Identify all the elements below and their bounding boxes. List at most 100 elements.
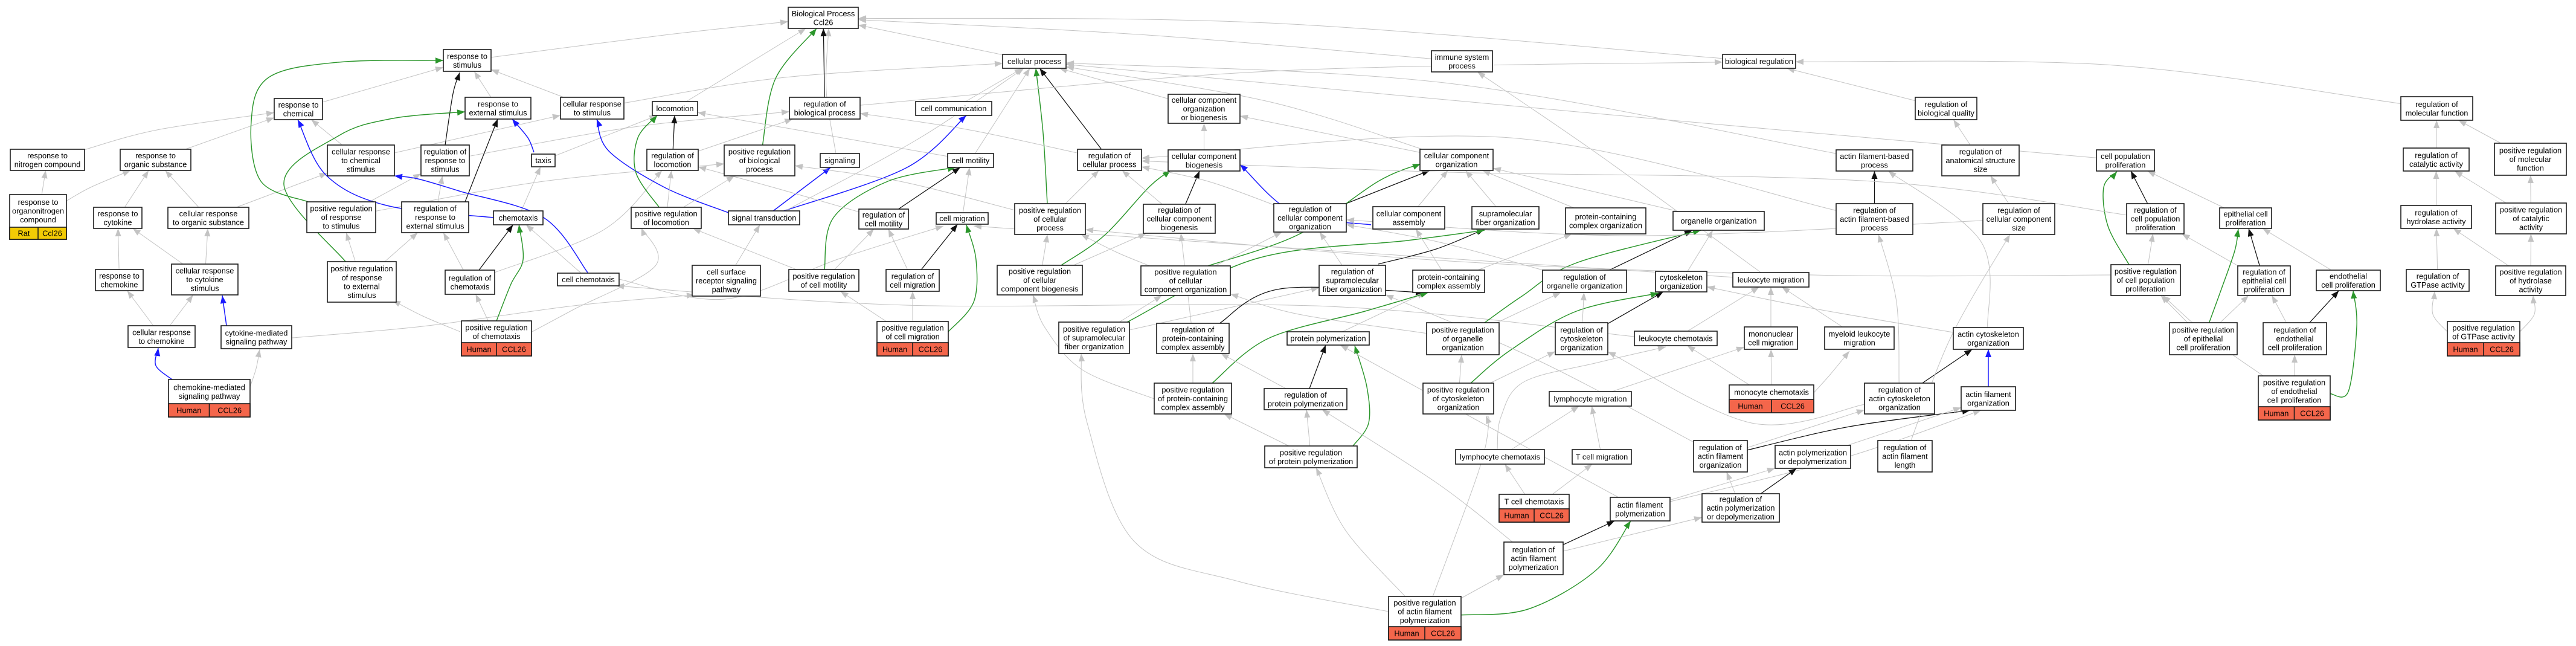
svg-text:or depolymerization: or depolymerization — [1779, 457, 1847, 466]
svg-text:cytoskeleton: cytoskeleton — [1660, 273, 1703, 282]
svg-text:supramolecular: supramolecular — [1326, 276, 1379, 285]
svg-text:regulation of: regulation of — [862, 210, 905, 219]
svg-text:organization: organization — [1289, 222, 1331, 231]
svg-text:process: process — [1861, 160, 1888, 169]
svg-text:cellular component: cellular component — [1172, 95, 1237, 105]
svg-text:response to: response to — [18, 198, 59, 207]
svg-text:organization: organization — [1878, 403, 1921, 412]
svg-text:positive regulation: positive regulation — [1393, 598, 1456, 607]
svg-text:regulation of: regulation of — [1512, 545, 1555, 554]
svg-text:mononuclear: mononuclear — [1749, 329, 1794, 338]
svg-text:of cytoskeleton: of cytoskeleton — [1433, 394, 1484, 403]
svg-text:positive regulation: positive regulation — [1427, 386, 1489, 395]
svg-text:activity: activity — [2519, 285, 2543, 294]
svg-text:size: size — [2012, 224, 2026, 233]
svg-text:actin cytoskeleton: actin cytoskeleton — [1958, 329, 2019, 338]
svg-text:cell migration: cell migration — [890, 280, 935, 289]
svg-text:positive regulation: positive regulation — [792, 271, 855, 280]
svg-text:regulation of: regulation of — [1563, 273, 1606, 282]
svg-text:cell communication: cell communication — [921, 104, 987, 113]
svg-text:cellular component: cellular component — [1277, 213, 1343, 222]
svg-text:positive regulation: positive regulation — [881, 323, 943, 332]
svg-text:cell surface: cell surface — [707, 268, 746, 277]
svg-text:regulation of: regulation of — [2415, 208, 2458, 217]
svg-text:positive regulation: positive regulation — [1154, 268, 1216, 277]
svg-text:to organic substance: to organic substance — [173, 218, 244, 227]
svg-text:response to: response to — [278, 100, 319, 109]
svg-text:Ccl26: Ccl26 — [42, 229, 62, 238]
svg-text:of catalytic: of catalytic — [2513, 214, 2549, 223]
svg-text:actin cytoskeleton: actin cytoskeleton — [1869, 394, 1930, 403]
svg-text:CCL26: CCL26 — [919, 345, 943, 354]
svg-text:cell population: cell population — [2131, 215, 2180, 224]
svg-text:protein-containing: protein-containing — [1575, 212, 1637, 221]
svg-text:monocyte chemotaxis: monocyte chemotaxis — [1734, 388, 1809, 397]
svg-text:proliferation: proliferation — [2226, 218, 2266, 227]
svg-text:regulation of: regulation of — [1560, 326, 1603, 335]
svg-text:activity: activity — [2519, 223, 2543, 232]
svg-text:positive regulation: positive regulation — [1009, 267, 1071, 276]
svg-text:cell migration: cell migration — [939, 214, 984, 223]
svg-text:Rat: Rat — [18, 229, 30, 238]
svg-text:to stimulus: to stimulus — [323, 222, 359, 231]
svg-text:actin filament-based: actin filament-based — [1840, 215, 1909, 224]
svg-text:anatomical structure: anatomical structure — [1945, 156, 2015, 165]
svg-text:signaling: signaling — [824, 156, 855, 165]
svg-text:Human: Human — [1504, 511, 1529, 520]
svg-text:chemokine: chemokine — [101, 280, 138, 289]
svg-text:positive regulation: positive regulation — [635, 209, 697, 218]
svg-text:regulation of: regulation of — [1720, 495, 1762, 504]
svg-text:organization: organization — [1967, 338, 2009, 347]
svg-text:regulation of: regulation of — [424, 147, 467, 157]
svg-text:of cellular: of cellular — [1023, 276, 1057, 285]
svg-text:cell motility: cell motility — [952, 156, 990, 165]
svg-text:or biogenesis: or biogenesis — [1181, 113, 1227, 122]
svg-text:actin filament-based: actin filament-based — [1840, 152, 1909, 161]
svg-text:T cell migration: T cell migration — [1576, 453, 1628, 462]
svg-text:cellular component: cellular component — [1172, 152, 1237, 161]
svg-text:compound: compound — [20, 215, 56, 224]
svg-text:regulation of: regulation of — [1088, 151, 1131, 160]
svg-text:component organization: component organization — [1145, 285, 1227, 294]
svg-text:catalytic activity: catalytic activity — [2409, 160, 2463, 169]
svg-text:cell population: cell population — [2101, 152, 2150, 161]
svg-text:positive regulation: positive regulation — [310, 204, 372, 213]
svg-text:chemical: chemical — [283, 109, 314, 118]
svg-text:cellular response: cellular response — [332, 147, 390, 157]
svg-text:proliferation: proliferation — [2125, 285, 2166, 294]
svg-text:organization: organization — [1183, 105, 1225, 114]
svg-text:myeloid leukocyte: myeloid leukocyte — [1829, 329, 1890, 338]
svg-text:actin filament: actin filament — [1617, 500, 1663, 509]
svg-text:organelle organization: organelle organization — [1547, 281, 1623, 290]
svg-text:proliferation: proliferation — [2105, 160, 2146, 169]
svg-text:polymerization: polymerization — [1615, 509, 1665, 518]
svg-text:cellular response: cellular response — [132, 328, 191, 337]
svg-text:of biological: of biological — [739, 156, 780, 165]
svg-text:receptor signaling: receptor signaling — [696, 276, 757, 285]
svg-text:cytokine: cytokine — [104, 218, 132, 227]
svg-text:positive regulation: positive regulation — [2499, 268, 2562, 277]
svg-text:organization: organization — [1437, 403, 1480, 412]
svg-text:Human: Human — [882, 345, 907, 354]
svg-text:protein-containing: protein-containing — [1162, 334, 1224, 343]
svg-text:Human: Human — [1738, 402, 1762, 411]
svg-text:stimulus: stimulus — [431, 165, 460, 174]
svg-text:CCL26: CCL26 — [2490, 345, 2514, 354]
svg-text:nitrogen compound: nitrogen compound — [14, 160, 81, 169]
svg-text:response to: response to — [415, 213, 455, 222]
svg-text:response to: response to — [99, 271, 140, 280]
svg-text:cellular response: cellular response — [179, 209, 238, 218]
svg-text:cell migration: cell migration — [1748, 338, 1793, 347]
svg-text:function: function — [2517, 164, 2544, 173]
svg-text:actin polymerization: actin polymerization — [1779, 448, 1847, 457]
svg-text:Human: Human — [2264, 409, 2289, 418]
svg-text:proliferation: proliferation — [2135, 223, 2176, 232]
svg-text:of organelle: of organelle — [1443, 334, 1483, 343]
svg-text:of epithelial: of epithelial — [2184, 334, 2223, 343]
svg-text:locomotion: locomotion — [657, 104, 694, 113]
svg-text:CCL26: CCL26 — [2300, 409, 2324, 418]
svg-text:to chemokine: to chemokine — [138, 337, 184, 346]
svg-text:response to: response to — [27, 151, 68, 160]
svg-text:stimulus: stimulus — [453, 60, 481, 69]
svg-text:locomotion: locomotion — [654, 160, 692, 169]
